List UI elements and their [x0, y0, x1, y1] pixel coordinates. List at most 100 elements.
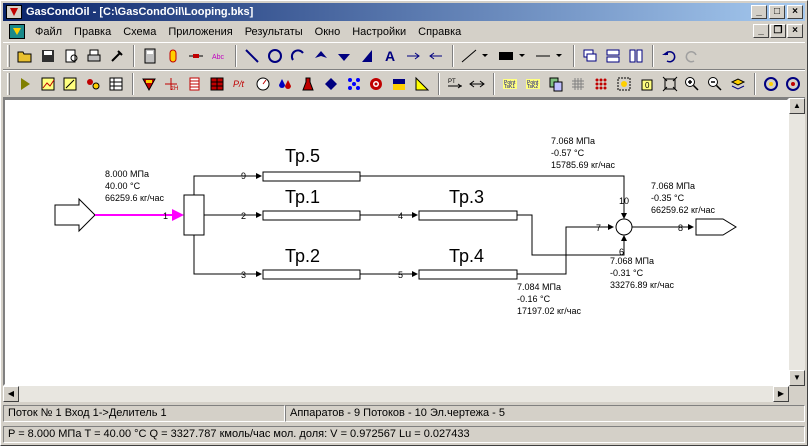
pipe-tr2[interactable]	[262, 269, 361, 280]
stream-7[interactable]	[517, 224, 614, 275]
horizontal-scrollbar[interactable]: ◀ ▶	[3, 386, 789, 402]
windows-cascade-icon[interactable]	[579, 45, 601, 67]
triangle-icon[interactable]	[411, 73, 433, 95]
menu-edit[interactable]: Правка	[74, 25, 112, 38]
mixer[interactable]	[615, 218, 633, 236]
zoom-in-icon[interactable]	[681, 73, 703, 95]
pt-diagram-icon[interactable]: PT	[444, 73, 466, 95]
maximize-button[interactable]: □	[769, 5, 785, 19]
shape-tool-icon[interactable]	[333, 45, 355, 67]
export-icon[interactable]	[467, 73, 489, 95]
close-button[interactable]: ×	[787, 5, 803, 19]
edit-data-icon[interactable]	[60, 73, 82, 95]
grid-icon[interactable]	[568, 73, 590, 95]
align-right-icon[interactable]	[425, 45, 447, 67]
flow-diagram[interactable]: 1 8.000 МПа 40.00 °С 66259.6 кг/час 9 Тр…	[5, 100, 787, 384]
windows-tile-h-icon[interactable]	[602, 45, 624, 67]
mdi-restore-button[interactable]: ❐	[770, 24, 786, 38]
menu-scheme[interactable]: Схема	[123, 25, 157, 38]
gauge-icon[interactable]	[252, 73, 274, 95]
separator-apparatus-icon[interactable]	[138, 73, 160, 95]
print-icon[interactable]	[83, 45, 105, 67]
open-icon[interactable]	[14, 45, 36, 67]
table-icon[interactable]	[105, 73, 127, 95]
column-icon[interactable]	[206, 73, 228, 95]
layers-icon[interactable]	[727, 73, 749, 95]
menu-help[interactable]: Справка	[418, 25, 462, 38]
menu-settings[interactable]: Настройки	[352, 25, 407, 38]
align-left-icon[interactable]	[402, 45, 424, 67]
components-icon[interactable]	[82, 73, 104, 95]
mixer-icon[interactable]	[320, 73, 342, 95]
pipe-tr4[interactable]	[418, 269, 518, 280]
copy-data-icon[interactable]	[545, 73, 567, 95]
mdi-close-button[interactable]: ×	[787, 24, 803, 38]
menu-file[interactable]: Файл	[35, 25, 63, 38]
line-width-icon[interactable]	[532, 45, 568, 67]
stream-9[interactable]	[193, 173, 262, 195]
calculator-icon[interactable]	[139, 45, 161, 67]
tools-icon[interactable]	[106, 45, 128, 67]
menu-apps[interactable]: Приложения	[168, 25, 233, 38]
print-preview-icon[interactable]	[60, 45, 82, 67]
windows-tile-v-icon[interactable]	[625, 45, 647, 67]
save-icon[interactable]	[37, 45, 59, 67]
dot-grid-icon[interactable]	[590, 73, 612, 95]
drops-icon[interactable]	[274, 73, 296, 95]
toolbar-grip[interactable]	[7, 73, 10, 95]
pipe-tr3[interactable]	[418, 210, 518, 221]
node8-temperature: -0.35 °С	[651, 193, 685, 203]
refresh-2-icon[interactable]	[782, 73, 804, 95]
vertical-scrollbar[interactable]: ▲ ▼	[789, 98, 805, 386]
counter-icon[interactable]: 0	[636, 73, 658, 95]
stream-6[interactable]	[517, 214, 627, 256]
arc-tool-icon[interactable]	[287, 45, 309, 67]
tr4out-pressure: 7.084 МПа	[517, 282, 561, 292]
scroll-up-icon[interactable]: ▲	[789, 98, 805, 114]
pipe-tr1[interactable]	[262, 210, 361, 221]
pipe-icon[interactable]	[185, 45, 207, 67]
fit-icon[interactable]	[659, 73, 681, 95]
chart-icon[interactable]	[37, 73, 59, 95]
refresh-1-icon[interactable]	[760, 73, 782, 95]
tank-icon[interactable]	[388, 73, 410, 95]
text-tool-icon[interactable]: A	[379, 45, 401, 67]
scheme-canvas[interactable]: 1 8.000 МПа 40.00 °С 66259.6 кг/час 9 Тр…	[3, 98, 789, 386]
target-icon[interactable]	[365, 73, 387, 95]
pipe-tr5[interactable]	[262, 171, 361, 182]
flask-icon[interactable]	[297, 73, 319, 95]
line-tool-icon[interactable]	[241, 45, 263, 67]
menu-results[interactable]: Результаты	[244, 25, 303, 38]
document-icon[interactable]	[9, 24, 25, 39]
text-abc-icon[interactable]: Abc	[208, 45, 230, 67]
toolbar-grip[interactable]	[7, 45, 10, 67]
scroll-right-icon[interactable]: ▶	[773, 386, 789, 402]
zoom-selection-icon[interactable]	[613, 73, 635, 95]
polygon-tool-icon[interactable]	[310, 45, 332, 67]
scroll-left-icon[interactable]: ◀	[3, 386, 19, 402]
undo-icon[interactable]	[658, 45, 680, 67]
menu-window[interactable]: Окно	[314, 25, 341, 38]
circle-tool-icon[interactable]	[264, 45, 286, 67]
minimize-button[interactable]: _	[751, 5, 767, 19]
redo-icon[interactable]	[681, 45, 703, 67]
inlet-arrow[interactable]	[54, 197, 96, 233]
stream-3[interactable]	[193, 235, 262, 277]
compressor-icon[interactable]: zH	[161, 73, 183, 95]
vessel-icon[interactable]	[162, 45, 184, 67]
molecules-icon[interactable]	[343, 73, 365, 95]
run-icon[interactable]	[14, 73, 36, 95]
zoom-out-icon[interactable]	[704, 73, 726, 95]
fill-tool-icon[interactable]	[356, 45, 378, 67]
mdi-minimize-button[interactable]: _	[753, 24, 769, 38]
pressure-temp-icon[interactable]: P/t	[229, 73, 251, 95]
outlet-arrow[interactable]	[695, 218, 737, 236]
fill-style-icon[interactable]	[495, 45, 531, 67]
scroll-down-icon[interactable]: ▼	[789, 370, 805, 386]
stream-10[interactable]	[360, 175, 627, 219]
line-style-icon[interactable]	[458, 45, 494, 67]
heat-exchanger-icon[interactable]	[183, 73, 205, 95]
splitter[interactable]	[183, 194, 205, 236]
